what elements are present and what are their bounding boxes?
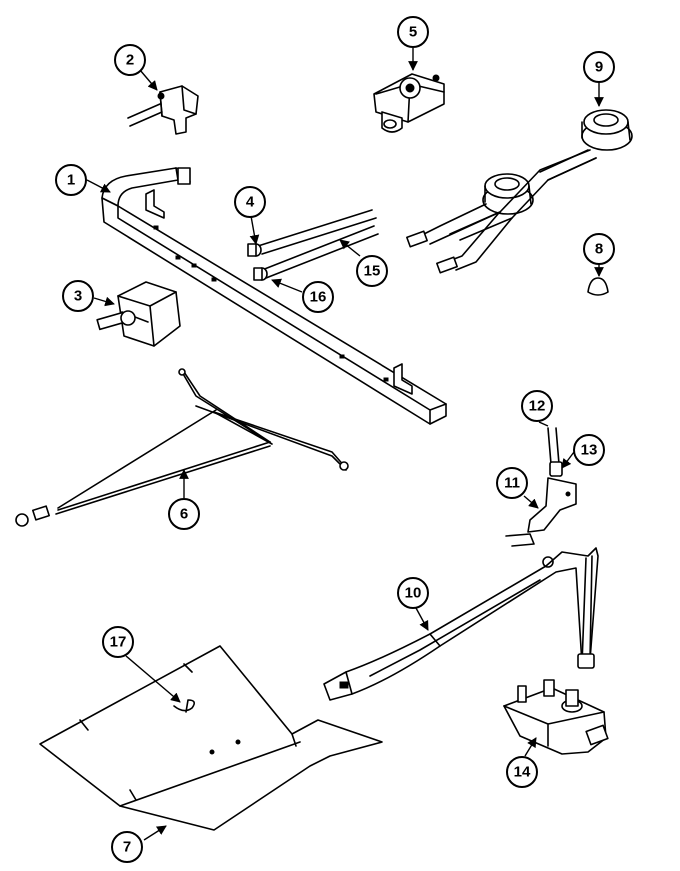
callout-12: 12 (521, 390, 553, 422)
callout-6: 6 (168, 498, 200, 530)
svg-text:10: 10 (405, 585, 422, 602)
svg-text:11: 11 (504, 475, 520, 492)
part-9-burner-assembly (406, 109, 633, 274)
svg-text:15: 15 (364, 263, 381, 280)
callout-10: 10 (397, 577, 429, 609)
callout-4: 4 (234, 186, 266, 218)
part-5-burner-cap-valve (373, 73, 445, 133)
part-7-panel (39, 645, 383, 831)
svg-text:5: 5 (409, 24, 417, 41)
svg-text:2: 2 (126, 52, 134, 69)
callout-9: 9 (583, 51, 615, 83)
svg-text:8: 8 (595, 241, 603, 258)
callout-2: 2 (114, 44, 146, 76)
callout-17: 17 (102, 626, 134, 658)
part-8-cap (587, 277, 609, 296)
callout-8: 8 (583, 233, 615, 265)
callout-5: 5 (397, 16, 429, 48)
svg-text:17: 17 (110, 634, 127, 651)
callout-11: 11 (496, 467, 528, 499)
svg-text:1: 1 (67, 172, 75, 189)
part-11-bracket (505, 477, 577, 547)
svg-text:6: 6 (180, 506, 188, 523)
part-4-orifice (247, 243, 262, 257)
svg-text:4: 4 (246, 194, 255, 211)
callout-14: 14 (506, 756, 538, 788)
svg-text:9: 9 (595, 59, 603, 76)
callout-3: 3 (62, 280, 94, 312)
part-10-oven-burner (323, 547, 599, 701)
svg-text:12: 12 (529, 398, 546, 415)
svg-text:14: 14 (514, 764, 531, 781)
part-13-fitting (549, 461, 563, 477)
callout-13: 13 (573, 434, 605, 466)
svg-text:13: 13 (581, 442, 598, 459)
callout-16: 16 (302, 281, 334, 313)
part-1-manifold (101, 167, 447, 425)
svg-text:7: 7 (123, 839, 131, 856)
callout-leaders (86, 48, 604, 841)
svg-text:3: 3 (74, 288, 82, 305)
part-6-tube-assembly (15, 368, 349, 527)
part-3-valve (96, 281, 181, 347)
part-15-tubes (257, 209, 379, 279)
callout-15: 15 (356, 255, 388, 287)
part-14-safety-valve (503, 679, 609, 755)
part-17-clip (173, 699, 196, 713)
callout-7: 7 (111, 831, 143, 863)
part-16-orifice (253, 267, 268, 281)
part-2-ignitor (127, 85, 199, 135)
callout-1: 1 (55, 164, 87, 196)
svg-text:16: 16 (310, 289, 327, 306)
